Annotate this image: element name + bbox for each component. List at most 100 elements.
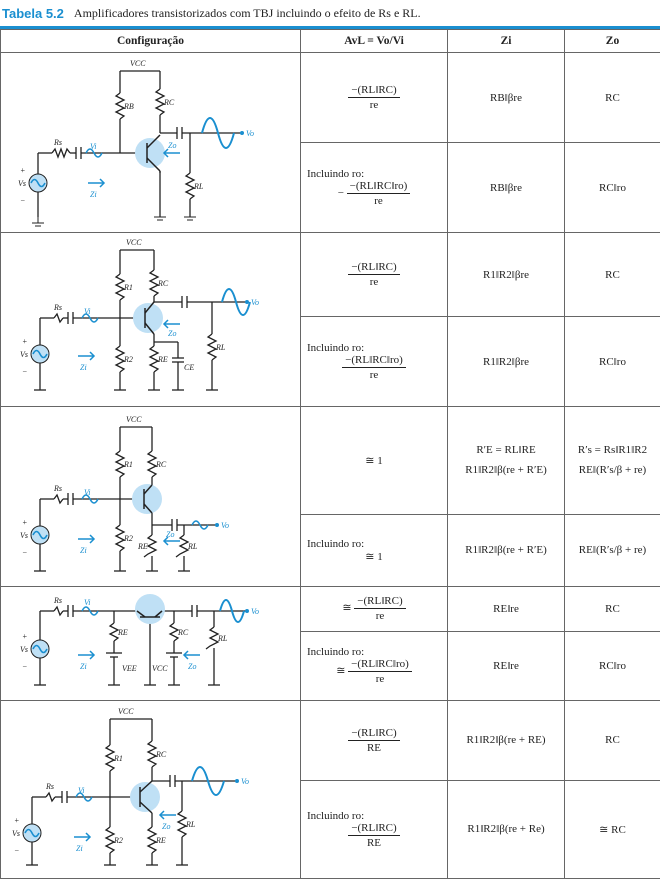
svg-text:+: + xyxy=(14,816,19,825)
svg-text:Zo: Zo xyxy=(166,530,174,539)
svg-text:RC: RC xyxy=(177,628,189,637)
fixed-bias-circuit: VCC RB RC RL Rs Vs + − Vi Vo Zi Zo xyxy=(2,53,300,229)
zo-ro-cell: RC‖ro xyxy=(565,143,660,233)
svg-text:RE: RE xyxy=(117,628,128,637)
svg-text:Vo: Vo xyxy=(251,607,259,616)
svg-text:RC: RC xyxy=(155,750,167,759)
av-cell: −(RL‖RC)re xyxy=(301,233,448,317)
svg-text:+: + xyxy=(22,337,27,346)
svg-text:Vs: Vs xyxy=(20,531,28,540)
svg-text:+: + xyxy=(20,166,25,175)
svg-text:Zi: Zi xyxy=(76,844,83,853)
svg-text:Rs: Rs xyxy=(53,484,62,493)
zi-ro-cell: RE‖re xyxy=(448,631,565,700)
svg-text:Vo: Vo xyxy=(251,298,259,307)
svg-text:Vi: Vi xyxy=(84,488,91,497)
table-row: VCC R1 RC R2 RE CE RL Rs Vs + − Vi xyxy=(1,233,660,317)
table-row: VCC R1 RC R2 RE RL Rs Vs + − Vi Vo xyxy=(1,407,660,515)
av-cell: −(RL‖RC)re xyxy=(301,53,448,143)
header-av: AvL = Vo/Vi xyxy=(301,30,448,53)
svg-text:Vs: Vs xyxy=(20,350,28,359)
circuit-figure-3: VCC R1 RC R2 RE RL Rs Vs + − Vi Vo xyxy=(1,407,301,587)
svg-text:RE: RE xyxy=(137,542,148,551)
circuit-figure-5: VCC R1 RC R2 RE RL Rs Vs + − Vi Vo xyxy=(1,701,301,879)
svg-text:RC: RC xyxy=(163,98,175,107)
svg-text:RE: RE xyxy=(157,355,168,364)
svg-text:Zi: Zi xyxy=(80,662,87,671)
zi-ro-cell: R1‖R2‖βre xyxy=(448,317,565,407)
svg-text:−: − xyxy=(22,662,27,671)
table-row: VCC R1 RC R2 RE RL Rs Vs + − Vi Vo xyxy=(1,701,660,781)
av-cell: ≅ 1 xyxy=(301,407,448,515)
table-number: Tabela 5.2 xyxy=(2,6,64,21)
emitter-follower-circuit: VCC R1 RC R2 RE RL Rs Vs + − Vi Vo xyxy=(2,407,300,583)
svg-text:Rs: Rs xyxy=(53,596,62,605)
svg-text:VCC: VCC xyxy=(118,707,134,716)
svg-text:Vi: Vi xyxy=(84,598,91,607)
header-row: Configuração AvL = Vo/Vi Zi Zo xyxy=(1,30,660,53)
svg-text:RC: RC xyxy=(155,460,167,469)
table-row: RE RC RL VEE VCC Rs Vs + − Vi Vo Zi xyxy=(1,587,660,632)
circuit-figure-2: VCC R1 RC R2 RE CE RL Rs Vs + − Vi xyxy=(1,233,301,407)
svg-text:RC: RC xyxy=(157,279,169,288)
zo-ro-cell: RC‖ro xyxy=(565,317,660,407)
av-ro-cell: Incluindo ro: ≅ −(RL‖RC‖ro)re xyxy=(301,631,448,700)
svg-text:Zo: Zo xyxy=(168,329,176,338)
svg-text:Vi: Vi xyxy=(78,786,85,795)
svg-text:CE: CE xyxy=(184,363,194,372)
svg-text:VCC: VCC xyxy=(126,238,142,247)
svg-text:−: − xyxy=(20,196,25,205)
svg-text:−: − xyxy=(22,367,27,376)
av-cell: −(RL‖RC)RE xyxy=(301,701,448,781)
zo-cell: R′s = Rs‖R1‖R2 RE‖(R′s/β + re) xyxy=(565,407,660,515)
zi-cell: R′E = RL‖RE R1‖R2‖β(re + R′E) xyxy=(448,407,565,515)
svg-text:−: − xyxy=(14,846,19,855)
svg-text:R2: R2 xyxy=(113,836,123,845)
voltage-divider-circuit: VCC R1 RC R2 RE CE RL Rs Vs + − Vi xyxy=(2,234,300,402)
zo-cell: RC xyxy=(565,701,660,781)
svg-text:Vo: Vo xyxy=(246,129,254,138)
svg-text:VCC: VCC xyxy=(152,664,168,673)
table-row: VCC RB RC RL Rs Vs + − Vi Vo Zi Zo xyxy=(1,53,660,143)
svg-text:VCC: VCC xyxy=(126,415,142,424)
zo-cell: RC xyxy=(565,233,660,317)
svg-text:RE: RE xyxy=(155,836,166,845)
zo-ro-cell: ≅ RC xyxy=(565,780,660,878)
svg-text:R1: R1 xyxy=(123,283,133,292)
svg-text:R1: R1 xyxy=(113,754,123,763)
svg-text:VEE: VEE xyxy=(122,664,137,673)
svg-text:R2: R2 xyxy=(123,534,133,543)
header-config: Configuração xyxy=(1,30,301,53)
zo-cell: RC xyxy=(565,53,660,143)
svg-text:RB: RB xyxy=(123,102,134,111)
svg-text:+: + xyxy=(22,632,27,641)
svg-text:VCC: VCC xyxy=(130,59,146,68)
svg-text:RL: RL xyxy=(187,542,198,551)
svg-text:Vs: Vs xyxy=(18,179,26,188)
common-base-circuit: RE RC RL VEE VCC Rs Vs + − Vi Vo Zi xyxy=(2,587,300,697)
svg-text:Zo: Zo xyxy=(162,822,170,831)
zi-ro-cell: R1‖R2‖β(re + Re) xyxy=(448,780,565,878)
svg-text:Vs: Vs xyxy=(20,645,28,654)
av-ro-cell: Incluindo ro: ≅ 1 xyxy=(301,514,448,586)
zi-ro-cell: R1‖R2‖β(re + R′E) xyxy=(448,514,565,586)
svg-text:Zi: Zi xyxy=(80,363,87,372)
svg-text:Zo: Zo xyxy=(188,662,196,671)
zo-ro-cell: RC‖ro xyxy=(565,631,660,700)
svg-text:Vo: Vo xyxy=(221,521,229,530)
amplifier-table: Configuração AvL = Vo/Vi Zi Zo xyxy=(0,29,660,879)
zi-cell: RE‖re xyxy=(448,587,565,632)
svg-text:RL: RL xyxy=(185,820,196,829)
header-zo: Zo xyxy=(565,30,660,53)
svg-text:Vo: Vo xyxy=(241,777,249,786)
zi-cell: R1‖R2‖β(re + RE) xyxy=(448,701,565,781)
circuit-figure-4: RE RC RL VEE VCC Rs Vs + − Vi Vo Zi xyxy=(1,587,301,701)
zo-ro-cell: RE‖(R′s/β + re) xyxy=(565,514,660,586)
zo-cell: RC xyxy=(565,587,660,632)
svg-text:Vs: Vs xyxy=(12,829,20,838)
svg-text:Vi: Vi xyxy=(84,307,91,316)
svg-text:−: − xyxy=(22,548,27,557)
table-title: Amplificadores transistorizados com TBJ … xyxy=(74,6,421,21)
svg-text:Rs: Rs xyxy=(45,782,54,791)
av-ro-cell: Incluindo ro: − −(RL‖RC‖ro)re xyxy=(301,143,448,233)
